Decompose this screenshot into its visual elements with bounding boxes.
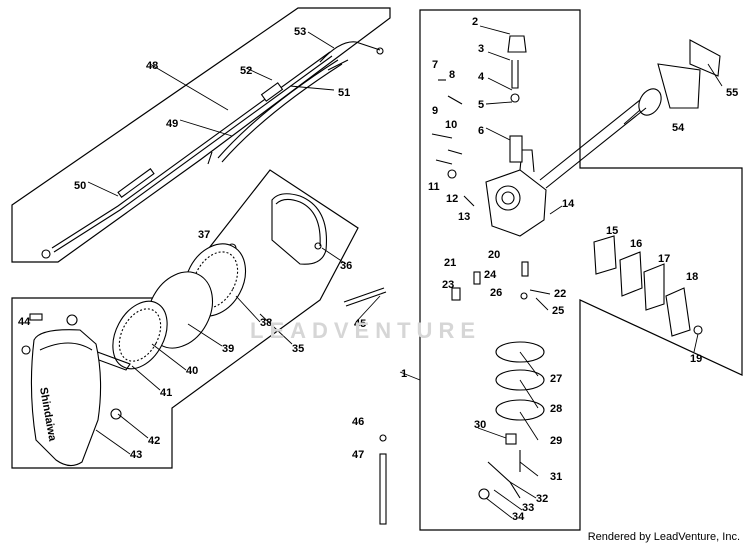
- label-1: 1: [401, 368, 407, 380]
- label-55: 55: [726, 87, 738, 99]
- label-7: 7: [432, 59, 438, 71]
- label-32: 32: [536, 493, 548, 505]
- label-4: 4: [478, 71, 485, 83]
- label-28: 28: [550, 403, 562, 415]
- footer-credit: Rendered by LeadVenture, Inc.: [587, 531, 740, 543]
- label-26: 26: [490, 287, 502, 299]
- label-24: 24: [484, 269, 497, 281]
- label-36: 36: [340, 260, 352, 272]
- label-42: 42: [148, 435, 160, 447]
- label-3: 3: [478, 43, 484, 55]
- label-22: 22: [554, 288, 566, 300]
- label-46: 46: [352, 416, 364, 428]
- label-35: 35: [292, 343, 304, 355]
- label-18: 18: [686, 271, 698, 283]
- carburetor-box: [419, 9, 743, 531]
- label-17: 17: [658, 253, 670, 265]
- label-48: 48: [146, 60, 158, 72]
- fuel-pump-parts-15-19: [593, 235, 703, 337]
- label-2: 2: [472, 16, 478, 28]
- label-52: 52: [240, 65, 252, 77]
- label-15: 15: [606, 225, 618, 237]
- label-13: 13: [458, 211, 470, 223]
- label-51: 51: [338, 87, 350, 99]
- label-43: 43: [130, 449, 142, 461]
- watermark: LEADVENTURE: [250, 318, 482, 343]
- air-cleaner-cover-35: [271, 193, 328, 265]
- label-49: 49: [166, 118, 178, 130]
- label-14: 14: [562, 198, 575, 210]
- carburetor-body: [485, 149, 547, 237]
- leader-lines: [87, 25, 723, 519]
- fuel-line-45: [343, 287, 387, 307]
- label-54: 54: [672, 122, 685, 134]
- label-10: 10: [445, 119, 457, 131]
- cable-assembly: [41, 41, 384, 259]
- label-33: 33: [522, 502, 534, 514]
- label-21: 21: [444, 257, 456, 269]
- needle-assembly-2-6: [507, 35, 527, 163]
- label-41: 41: [160, 387, 172, 399]
- label-6: 6: [478, 125, 484, 137]
- part-labels: 1 2 3 4 5 6 7 8 9 10 11 12 13 14 15 16 1…: [18, 16, 738, 523]
- label-9: 9: [432, 105, 438, 117]
- filter-screen-39: [112, 300, 168, 370]
- screw-part: [21, 345, 31, 355]
- label-53: 53: [294, 26, 306, 38]
- air-cleaner-case-43: [30, 329, 102, 467]
- label-23: 23: [442, 279, 454, 291]
- label-8: 8: [449, 69, 455, 81]
- adjust-screws-7-13: [431, 79, 475, 207]
- label-40: 40: [186, 365, 198, 377]
- label-38: 38: [260, 317, 272, 329]
- bracket-44: [29, 313, 43, 321]
- label-37: 37: [198, 229, 210, 241]
- label-12: 12: [446, 193, 458, 205]
- gasket-55: [657, 39, 721, 109]
- screw-42: [110, 408, 122, 420]
- label-34: 34: [512, 511, 525, 523]
- label-16: 16: [630, 238, 642, 250]
- label-31: 31: [550, 471, 562, 483]
- label-5: 5: [478, 99, 484, 111]
- label-19: 19: [690, 353, 702, 365]
- label-50: 50: [74, 180, 86, 192]
- knob-part: [66, 314, 78, 326]
- label-11: 11: [428, 181, 440, 193]
- fuel-tube-47: [379, 434, 387, 525]
- label-30: 30: [474, 419, 486, 431]
- label-45: 45: [354, 318, 366, 330]
- label-44: 44: [18, 316, 31, 328]
- label-47: 47: [352, 449, 364, 461]
- label-39: 39: [222, 343, 234, 355]
- label-27: 27: [550, 373, 562, 385]
- label-29: 29: [550, 435, 562, 447]
- intake-pipe-54: [539, 88, 662, 189]
- cable-kit-box: [11, 7, 391, 263]
- label-25: 25: [552, 305, 564, 317]
- label-20: 20: [488, 249, 500, 261]
